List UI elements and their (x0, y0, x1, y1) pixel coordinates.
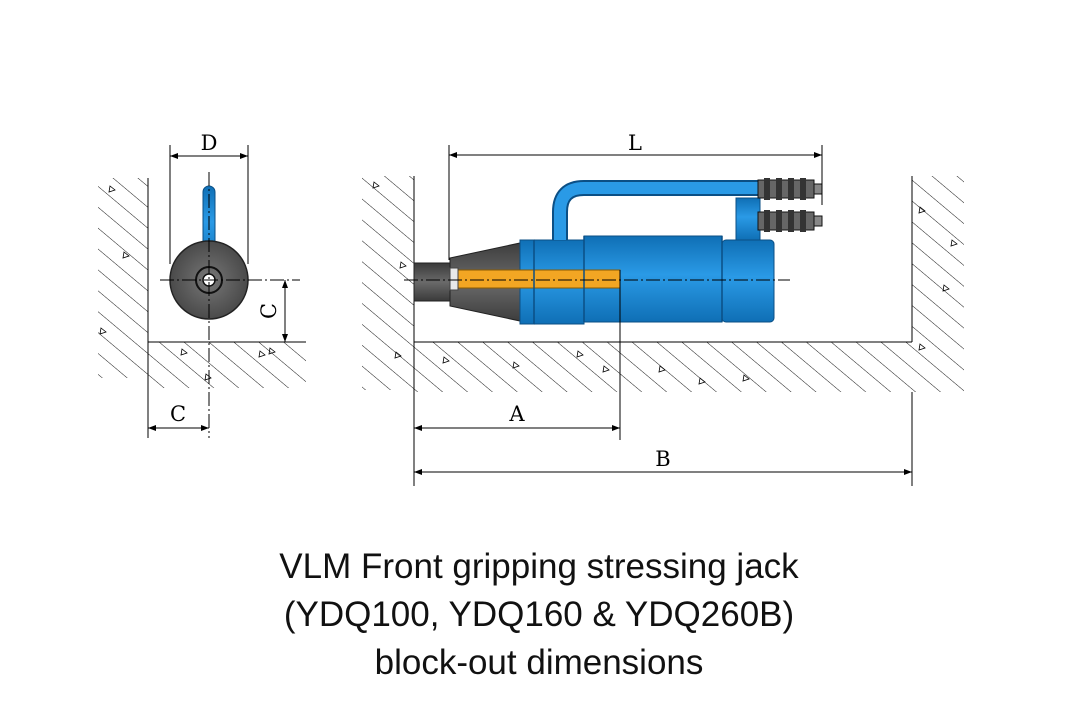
caption-line-2: (YDQ100, YDQ160 & YDQ260B) (283, 595, 795, 634)
jack-nose (413, 262, 451, 302)
hose-loop (554, 182, 760, 240)
dim-D-arrows (170, 153, 248, 159)
dim-L-label: L (628, 131, 642, 155)
left-floor-hatch (148, 342, 306, 388)
port-block (735, 197, 761, 241)
left-wall-hatch (98, 178, 148, 378)
dim-A-label: A (508, 402, 525, 426)
hose-loop-outline (552, 180, 760, 240)
upper-fitting (757, 178, 823, 200)
main-left-wall-hatch (362, 176, 414, 390)
main-floor-hatch (414, 342, 912, 392)
dim-B-label: B (655, 447, 670, 471)
jack-body-section-2 (583, 235, 723, 323)
lower-fitting (757, 210, 823, 232)
main-right-wall-hatch (912, 176, 964, 392)
end-view: D C C (98, 131, 306, 438)
dim-C-vertical-label: C (257, 303, 281, 319)
caption-line-1: VLM Front gripping stressing jack (279, 547, 799, 586)
left-aggregate-marks (99, 185, 276, 381)
main-aggregate-marks (372, 181, 958, 385)
dim-D-label: D (201, 131, 218, 155)
side-view: L A B (362, 131, 964, 486)
grip-ring (449, 267, 459, 291)
jack-body-tail (721, 239, 775, 323)
dim-C-horizontal-label: C (170, 402, 186, 426)
caption-line-3: block-out dimensions (374, 643, 704, 682)
strand-core (449, 269, 621, 289)
